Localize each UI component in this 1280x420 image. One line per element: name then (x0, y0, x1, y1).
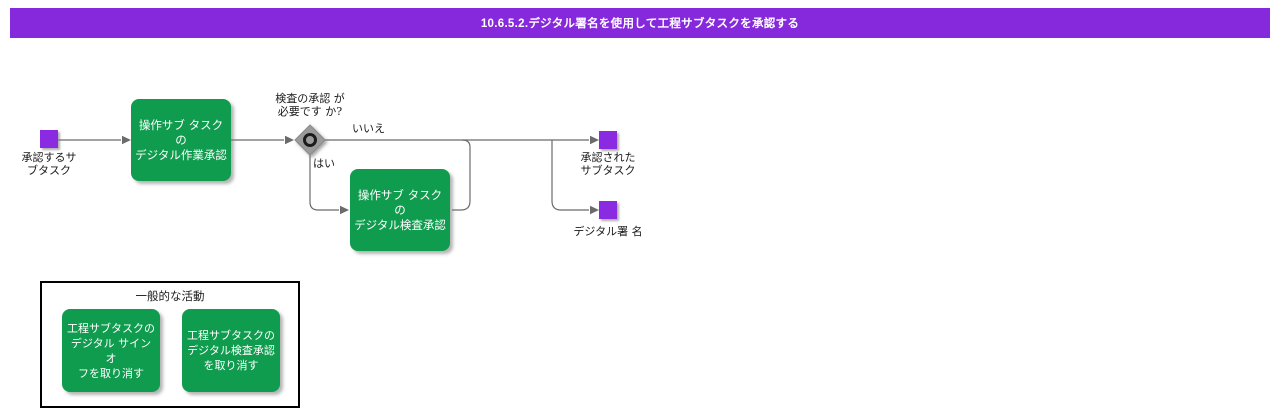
end-event-approved-subtask-square[interactable] (599, 131, 617, 149)
start-event-label: 承認するサ ブタスク (21, 151, 77, 177)
connector-activity2-merge (452, 139, 471, 211)
activity-digital-work-approval[interactable]: 操作サブ タスクの デジタル作業承認 (131, 99, 231, 181)
diagram-title-bar: 10.6.5.2.デジタル署名を使用して工程サブタスクを承認する (10, 8, 1270, 38)
arrowhead-activity1 (122, 135, 131, 145)
legend-title: 一般的な活動 (135, 289, 205, 303)
decision-gateway-diamond[interactable] (294, 124, 326, 156)
arrowhead-end-subtask (590, 135, 599, 145)
activity-digital-inspection-approval-label: 操作サブ タスクの デジタル検査承認 (354, 187, 446, 232)
legend-activity-cancel-signoff-label: 工程サブタスクの デジタル サインオ フを取り消す (67, 321, 155, 380)
legend-activity-cancel-inspection-approval-label: 工程サブタスクの デジタル検査承認 を取り消す (187, 329, 275, 372)
legend-activity-cancel-signoff[interactable]: 工程サブタスクの デジタル サインオ フを取り消す (62, 309, 160, 392)
activity-digital-inspection-approval[interactable]: 操作サブ タスクの デジタル検査承認 (350, 169, 450, 251)
arrowhead-end-signature (590, 205, 599, 215)
legend-common-activities: 一般的な活動 工程サブタスクの デジタル サインオ フを取り消す 工程サブタスク… (40, 281, 300, 408)
start-event-square[interactable] (40, 130, 58, 148)
arrowhead-activity2 (340, 205, 349, 215)
decision-no-label: いいえ (352, 122, 385, 135)
end-event-approved-subtask-label: 承認された サブタスク (580, 151, 636, 177)
arrowhead-gateway (285, 135, 294, 145)
diagram-title: 10.6.5.2.デジタル署名を使用して工程サブタスクを承認する (480, 18, 800, 30)
end-event-digital-signature-label: デジタル署 名 (573, 225, 643, 238)
legend-activity-cancel-inspection-approval[interactable]: 工程サブタスクの デジタル検査承認 を取り消す (182, 309, 280, 392)
activity-digital-work-approval-label: 操作サブ タスクの デジタル作業承認 (135, 117, 227, 162)
decision-question-label: 検査の承認 が 必要です か? (275, 92, 345, 118)
decision-yes-label: はい (313, 157, 335, 170)
end-event-digital-signature-square[interactable] (599, 201, 617, 219)
decision-gateway-ring-icon (303, 133, 317, 147)
